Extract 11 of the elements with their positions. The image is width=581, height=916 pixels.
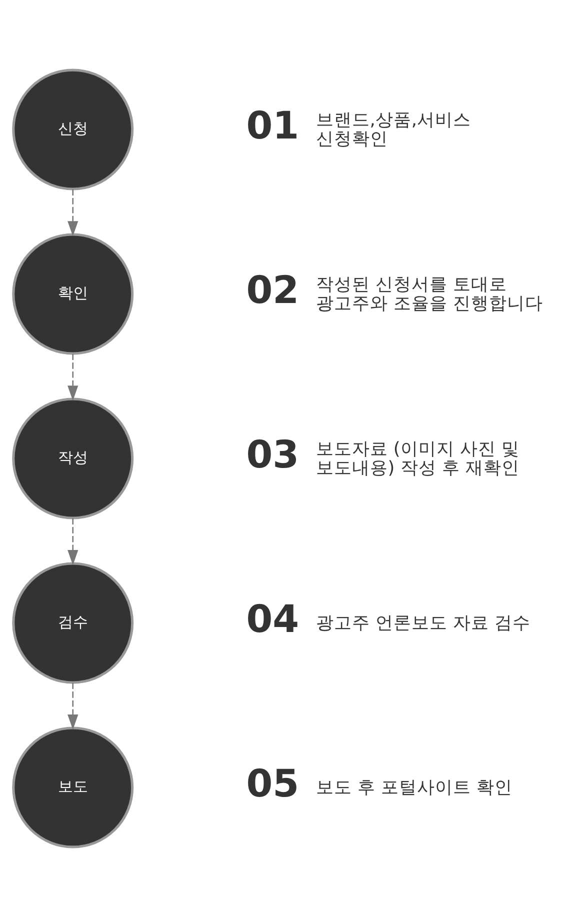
arrow <box>68 353 78 400</box>
node-circle: 검수 <box>12 562 134 684</box>
node-circle: 신청 <box>12 68 134 190</box>
node-text: 04 광고주 언론보도 자료 검수 <box>246 596 531 640</box>
node-text: 05 보도 후 포털사이트 확인 <box>246 760 513 805</box>
node-circle: 확인 <box>12 232 134 354</box>
node-circle: 보도 <box>12 726 134 848</box>
arrow <box>68 188 78 236</box>
arrow <box>68 518 78 565</box>
arrow <box>68 682 78 730</box>
node-circle: 작성 <box>12 397 134 519</box>
